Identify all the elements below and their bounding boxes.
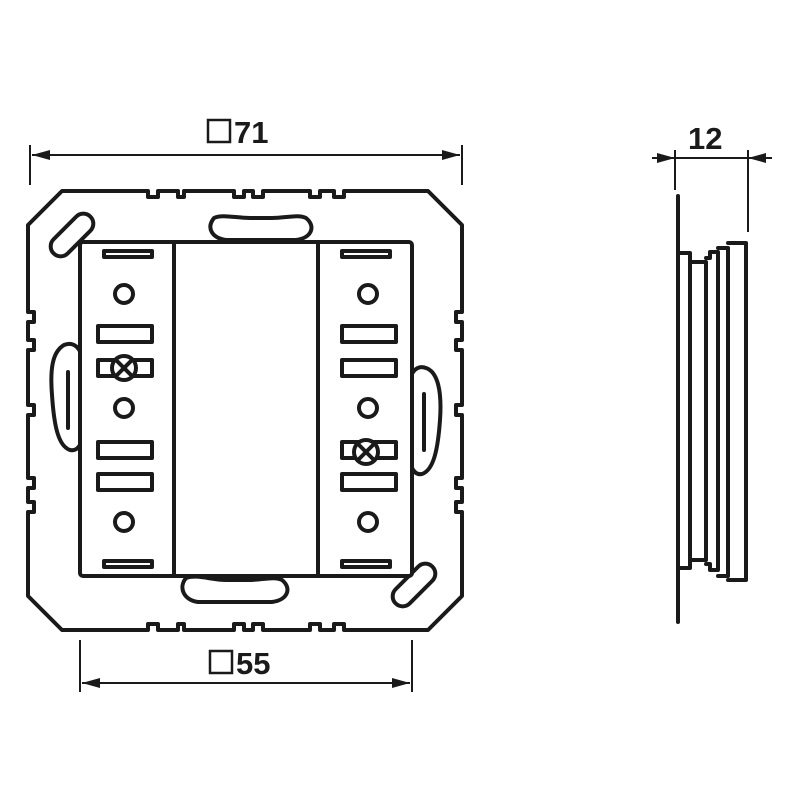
hole (113, 283, 135, 305)
slot (96, 440, 154, 460)
bottom-tab (180, 574, 290, 604)
hole (357, 283, 379, 305)
insert-outline (78, 240, 414, 578)
arrowhead-right (442, 150, 460, 160)
square-symbol (208, 649, 234, 675)
slot (96, 324, 154, 344)
side-step-2 (688, 260, 708, 562)
arrowhead-left (82, 678, 100, 688)
hole (357, 511, 379, 533)
left-column (96, 249, 154, 569)
screw-cross (357, 443, 375, 461)
side-view (676, 194, 748, 624)
arrowhead-left (32, 150, 50, 160)
hole (113, 511, 135, 533)
slot (102, 559, 154, 569)
slot (340, 472, 398, 492)
square-symbol (206, 118, 232, 144)
slot (340, 324, 398, 344)
slot (102, 249, 154, 259)
insert-front (78, 240, 414, 578)
right-column (340, 249, 398, 569)
insert-width-value: 55 (236, 646, 270, 681)
arrowhead-right (392, 678, 410, 688)
frame-outline (26, 189, 464, 632)
hole (357, 397, 379, 419)
slot (340, 249, 392, 259)
frame-width-value: 71 (234, 115, 268, 150)
slot (340, 559, 392, 569)
side-rocker (726, 241, 748, 582)
side-step-1 (676, 251, 692, 570)
arrowhead-left (657, 153, 675, 163)
side-step-3 (704, 250, 720, 572)
side-step-4 (716, 246, 730, 578)
depth-dimension: 12 (652, 121, 772, 232)
depth-value: 12 (688, 121, 722, 156)
frame-width-dimension: 71 (29, 115, 463, 185)
top-tab (208, 214, 314, 242)
screw-cross (115, 359, 133, 377)
hole (113, 397, 135, 419)
slot (340, 358, 398, 378)
insert-width-dimension: 55 (79, 640, 413, 692)
arrowhead-right (748, 153, 766, 163)
slot (96, 472, 154, 492)
